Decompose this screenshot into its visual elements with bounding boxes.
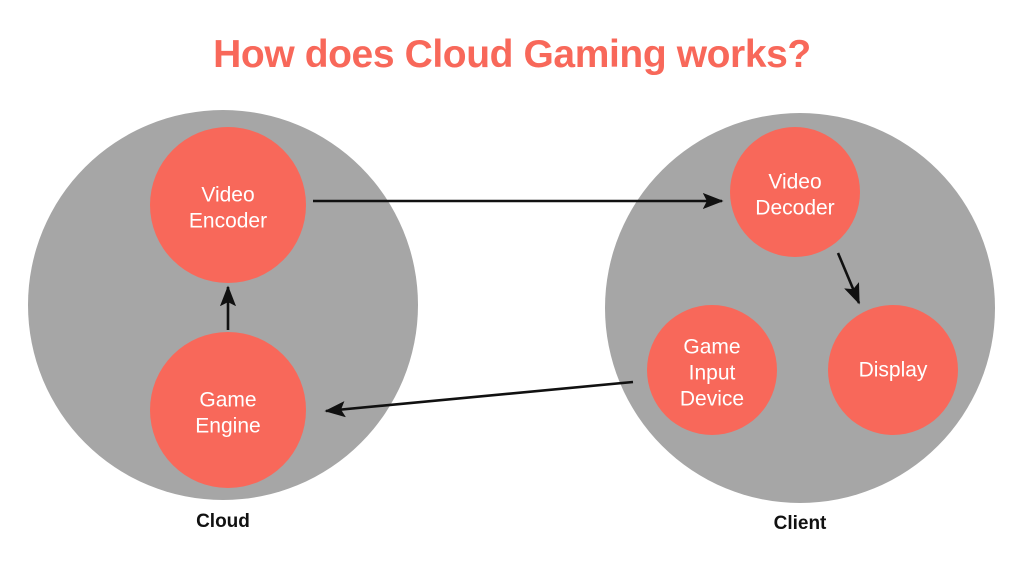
page-title: How does Cloud Gaming works? [213, 33, 811, 76]
node-display[interactable]: Display [828, 305, 958, 435]
video-encoder-label-line1: Video [201, 184, 254, 207]
node-game-input-device[interactable]: Game Input Device [647, 305, 777, 435]
group-cloud: Video Encoder Game Engine Cloud [28, 110, 418, 532]
game-input-device-label-line1: Game [683, 336, 740, 359]
node-video-encoder[interactable]: Video Encoder [150, 127, 306, 283]
group-client: Video Decoder Game Input Device Display … [605, 113, 995, 534]
game-engine-circle[interactable] [150, 332, 306, 488]
video-decoder-label-line2: Decoder [755, 197, 834, 220]
node-video-decoder[interactable]: Video Decoder [730, 127, 860, 257]
game-engine-label-line1: Game [199, 389, 256, 412]
game-input-device-label-line2: Input [689, 362, 736, 385]
node-game-engine[interactable]: Game Engine [150, 332, 306, 488]
arrow-input-to-engine [324, 380, 634, 418]
display-circle[interactable] [828, 305, 958, 435]
display-label-line1: Display [859, 359, 928, 382]
video-decoder-circle[interactable] [730, 127, 860, 257]
arrow-decoder-to-display [836, 252, 861, 305]
game-input-device-circle[interactable] [647, 305, 777, 435]
group-label-client: Client [774, 513, 827, 534]
game-engine-label-line2: Engine [195, 415, 260, 438]
game-input-device-label-line3: Device [680, 388, 744, 411]
group-label-cloud: Cloud [196, 511, 250, 532]
video-decoder-label-line1: Video [768, 171, 821, 194]
video-encoder-circle[interactable] [150, 127, 306, 283]
video-encoder-label-line2: Encoder [189, 210, 267, 233]
